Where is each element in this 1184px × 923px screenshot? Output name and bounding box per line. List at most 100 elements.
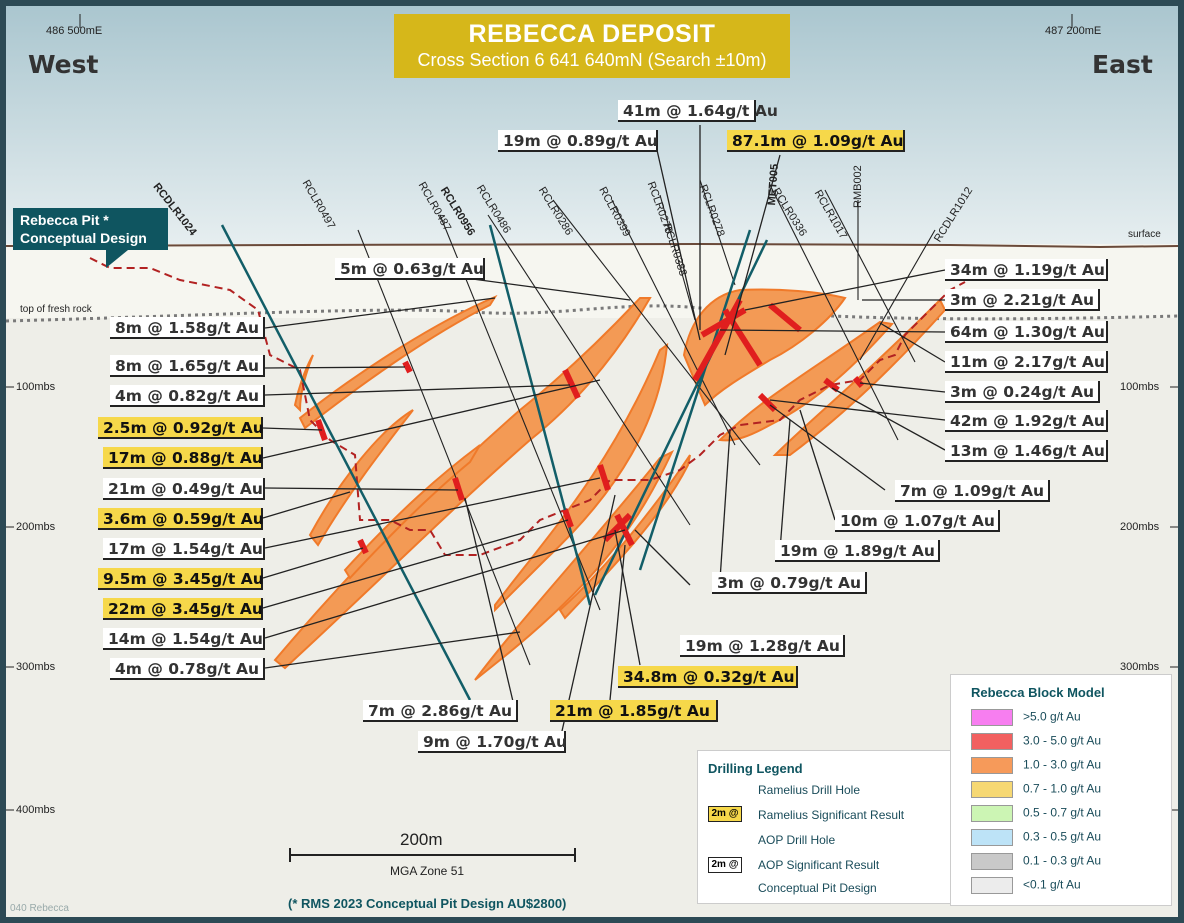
result-label: 4m @ 0.82g/t Au <box>110 385 265 407</box>
corner-tag: 040 Rebecca <box>10 903 69 914</box>
result-label: 5m @ 0.63g/t Au <box>335 258 485 280</box>
depth-left-400: 400mbs <box>16 804 56 816</box>
lode-5 <box>343 444 481 580</box>
fresh-rock-line <box>5 304 1179 323</box>
result-label: 3m @ 0.24g/t Au <box>945 381 1100 403</box>
block-model-row: 0.1 - 0.3 g/t Au <box>971 853 1101 870</box>
result-label: 14m @ 1.54g/t Au <box>103 628 265 650</box>
result-label: 7m @ 1.09g/t Au <box>895 480 1050 502</box>
block-model-title: Rebecca Block Model <box>971 685 1105 700</box>
aop-drill-holes <box>357 179 936 666</box>
result-label: 64m @ 1.30g/t Au <box>945 321 1108 343</box>
scale-bar <box>289 848 576 862</box>
grade-label: 1.0 - 3.0 g/t Au <box>1023 757 1102 772</box>
lode-6 <box>474 449 675 681</box>
scale-zone: MGA Zone 51 <box>390 864 465 878</box>
block-model-row: 0.3 - 0.5 g/t Au <box>971 829 1101 846</box>
result-label: 4m @ 0.78g/t Au <box>110 658 265 680</box>
block-model-row: 3.0 - 5.0 g/t Au <box>971 733 1101 750</box>
lode-2 <box>293 354 314 413</box>
result-label: 7m @ 2.86g/t Au <box>363 700 518 722</box>
result-label: 19m @ 1.28g/t Au <box>680 635 845 657</box>
result-label: 2.5m @ 0.92g/t Au <box>98 417 264 439</box>
block-model-row: 1.0 - 3.0 g/t Au <box>971 757 1101 774</box>
grade-label: >5.0 g/t Au <box>1023 709 1081 724</box>
lode-1 <box>298 294 498 430</box>
depth-left-100: 100mbs <box>16 381 56 393</box>
ramelius-drill-holes <box>220 224 769 701</box>
depth-left-300: 300mbs <box>16 661 56 673</box>
legend-pit-design: Conceptual Pit Design <box>758 881 877 895</box>
surface-line <box>5 242 1179 249</box>
result-label: 3.6m @ 0.59g/t Au <box>98 508 264 530</box>
title-main: REBECCA DEPOSIT <box>468 20 716 48</box>
grade-swatch <box>971 781 1013 798</box>
result-label: 13m @ 1.46g/t Au <box>945 440 1108 462</box>
legend-ramelius-hole: Ramelius Drill Hole <box>758 783 861 797</box>
grade-swatch <box>971 829 1013 846</box>
grade-swatch <box>971 709 1013 726</box>
grade-label: 0.1 - 0.3 g/t Au <box>1023 853 1102 868</box>
fresh-rock-label: top of fresh rock <box>20 304 92 315</box>
grade-swatch <box>971 853 1013 870</box>
legend-aop-hole: AOP Drill Hole <box>758 833 836 847</box>
legend-aop-result: AOP Significant Result <box>758 858 880 872</box>
result-label: 9.5m @ 3.45g/t Au <box>98 568 264 590</box>
result-label: 3m @ 0.79g/t Au <box>712 572 867 594</box>
pit-callout-line2: Conceptual Design <box>20 230 147 246</box>
grade-label: 0.5 - 0.7 g/t Au <box>1023 805 1102 820</box>
lode-10 <box>717 320 894 442</box>
title-sub: Cross Section 6 641 640mN (Search ±10m) <box>417 50 767 70</box>
legend-sample-white: 2m @ <box>708 857 742 873</box>
result-label: 19m @ 0.89g/t Au <box>498 130 658 152</box>
pit-callout: Rebecca Pit * Conceptual Design <box>13 208 168 250</box>
easting-right: 487 200mE <box>1045 25 1102 37</box>
result-label: 87.1m @ 1.09g/t Au <box>727 130 905 152</box>
axis-ticks <box>6 14 1178 811</box>
depth-right-200: 200mbs <box>1120 521 1160 533</box>
block-model-row: 0.7 - 1.0 g/t Au <box>971 781 1101 798</box>
result-label: 17m @ 1.54g/t Au <box>103 538 265 560</box>
hole-label: RMB002 <box>852 165 864 208</box>
result-label: 42m @ 1.92g/t Au <box>945 410 1108 432</box>
pit-design-line <box>89 257 966 556</box>
result-label: 8m @ 1.58g/t Au <box>110 317 265 339</box>
result-label: 3m @ 2.21g/t Au <box>945 289 1100 311</box>
result-label: 21m @ 1.85g/t Au <box>550 700 718 722</box>
grade-label: 0.7 - 1.0 g/t Au <box>1023 781 1102 796</box>
scale-label: 200m <box>400 830 443 849</box>
block-model-row: >5.0 g/t Au <box>971 709 1081 726</box>
grade-swatch <box>971 733 1013 750</box>
result-label: 21m @ 0.49g/t Au <box>103 478 265 500</box>
mineralised-lodes <box>273 288 947 681</box>
drilling-legend-title: Drilling Legend <box>708 761 803 776</box>
depth-right-100: 100mbs <box>1120 381 1160 393</box>
result-label: 10m @ 1.07g/t Au <box>835 510 1000 532</box>
block-model-legend: Rebecca Block Model >5.0 g/t Au 3.0 - 5.0… <box>950 674 1172 906</box>
grade-label: <0.1 g/t Au <box>1023 877 1081 892</box>
legend-ramelius-result: Ramelius Significant Result <box>758 808 905 822</box>
grade-label: 3.0 - 5.0 g/t Au <box>1023 733 1102 748</box>
depth-left-200: 200mbs <box>16 521 56 533</box>
footnote: (* RMS 2023 Conceptual Pit Design AU$280… <box>288 896 567 911</box>
grade-swatch <box>971 877 1013 894</box>
title-banner: REBECCA DEPOSIT Cross Section 6 641 640m… <box>394 14 790 78</box>
block-model-row: 0.5 - 0.7 g/t Au <box>971 805 1101 822</box>
lode-9 <box>682 288 847 407</box>
result-label: 34m @ 1.19g/t Au <box>945 259 1108 281</box>
drilling-legend: Drilling Legend Ramelius Drill Hole 2m @… <box>697 750 959 904</box>
grade-swatch <box>971 757 1013 774</box>
result-label: 34.8m @ 0.32g/t Au <box>618 666 798 688</box>
grade-swatch <box>971 805 1013 822</box>
pit-callout-pointer <box>106 250 128 268</box>
result-label: 11m @ 2.17g/t Au <box>945 351 1108 373</box>
direction-east: East <box>1092 50 1153 79</box>
result-label: 17m @ 0.88g/t Au <box>103 447 263 469</box>
result-label: 9m @ 1.70g/t Au <box>418 731 567 753</box>
high-grade-intercepts <box>315 298 865 555</box>
lode-3 <box>308 409 414 547</box>
block-model-row: <0.1 g/t Au <box>971 877 1081 894</box>
grade-label: 0.3 - 0.5 g/t Au <box>1023 829 1102 844</box>
depth-right-300: 300mbs <box>1120 661 1160 673</box>
